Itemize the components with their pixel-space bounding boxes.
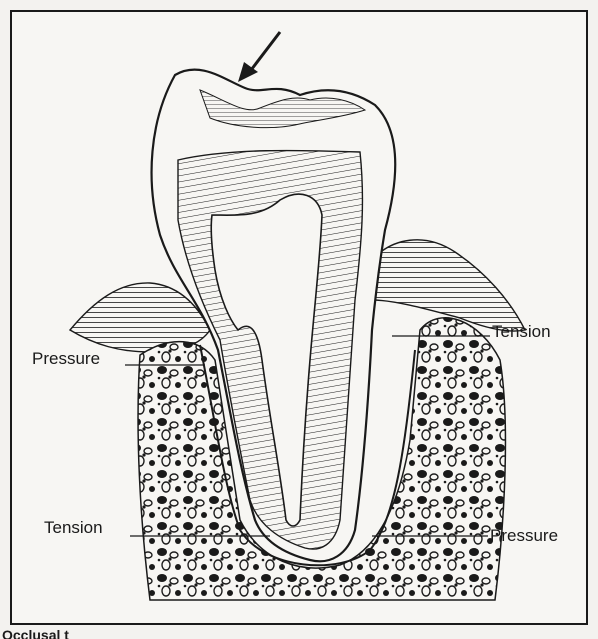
figure-caption: Occlusal t [2, 624, 122, 639]
arrow-down-left-icon [238, 32, 280, 82]
label-pressure-lower: Pressure [490, 527, 558, 544]
label-tension-upper: Tension [492, 323, 551, 340]
label-tension-lower: Tension [44, 519, 103, 536]
label-pressure-upper: Pressure [32, 350, 100, 367]
